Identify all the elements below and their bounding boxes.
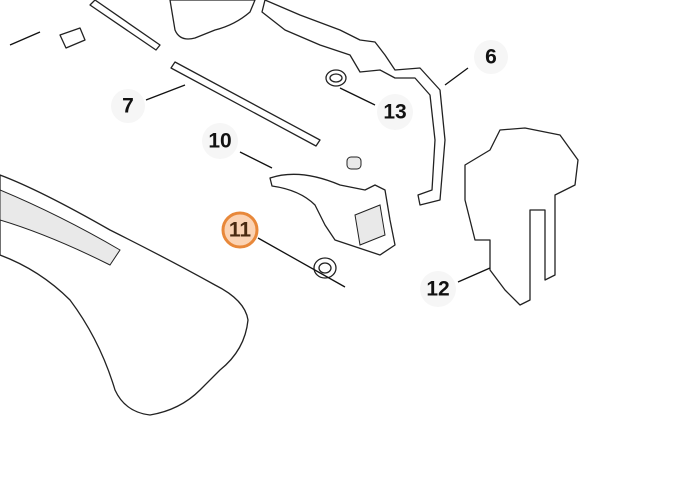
callout-13[interactable]: 13 [377,94,413,130]
trigger-mechanism [354,204,386,246]
leader-12 [457,267,491,283]
leader-7 [145,84,186,101]
handle-ribs [0,189,121,266]
callout-12-label: 12 [426,278,449,301]
callout-13-label: 13 [383,101,406,124]
shaft-part [89,0,161,51]
callout-12[interactable]: 12 [420,271,456,307]
callout-11-label: 11 [229,219,252,242]
callout-6[interactable]: 6 [474,40,508,74]
callout-10-label: 10 [208,130,231,153]
leader-11 [257,237,346,288]
leader-6 [444,67,469,86]
callout-7-label: 7 [122,95,134,118]
leader-13 [339,87,376,106]
lever-6 [261,0,446,206]
housing-12 [464,127,579,306]
callout-10[interactable]: 10 [202,123,238,159]
housing-top-part [169,0,256,40]
shaft-7 [170,61,321,147]
bushing-part [346,156,362,170]
spring-13-inner [329,73,343,83]
rod-part-line [9,31,41,46]
spring-11-inner [318,262,332,274]
leader-10 [239,151,273,169]
callout-6-label: 6 [485,46,497,69]
callout-11[interactable]: 11 [221,211,259,249]
callout-7[interactable]: 7 [111,89,145,123]
rod-part [59,27,86,49]
